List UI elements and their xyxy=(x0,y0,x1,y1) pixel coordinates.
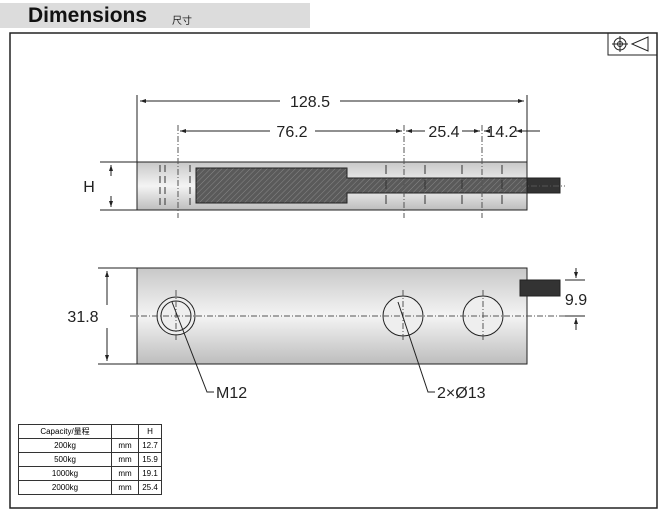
table-header: Capacity/量程 H xyxy=(18,424,162,439)
dim-cable-offset: 9.9 xyxy=(565,292,587,309)
side-view xyxy=(100,95,565,218)
thread-label: M12 xyxy=(216,385,247,402)
dim-14: 14.2 xyxy=(486,124,517,141)
dim-76: 76.2 xyxy=(276,124,307,141)
dim-height: H xyxy=(83,179,95,196)
dim-width: 31.8 xyxy=(67,309,98,326)
section-header: Dimensions 尺寸 xyxy=(0,3,310,28)
section-title: Dimensions xyxy=(28,4,148,27)
holes-label: 2×Ø13 xyxy=(437,385,486,402)
cable xyxy=(519,279,561,297)
projection-symbol-icon xyxy=(607,32,658,56)
dim-25: 25.4 xyxy=(428,124,459,141)
drawing-frame xyxy=(9,32,658,509)
top-view xyxy=(98,267,585,393)
dim-overall-length: 128.5 xyxy=(290,94,330,111)
section-subtitle: 尺寸 xyxy=(172,16,192,27)
